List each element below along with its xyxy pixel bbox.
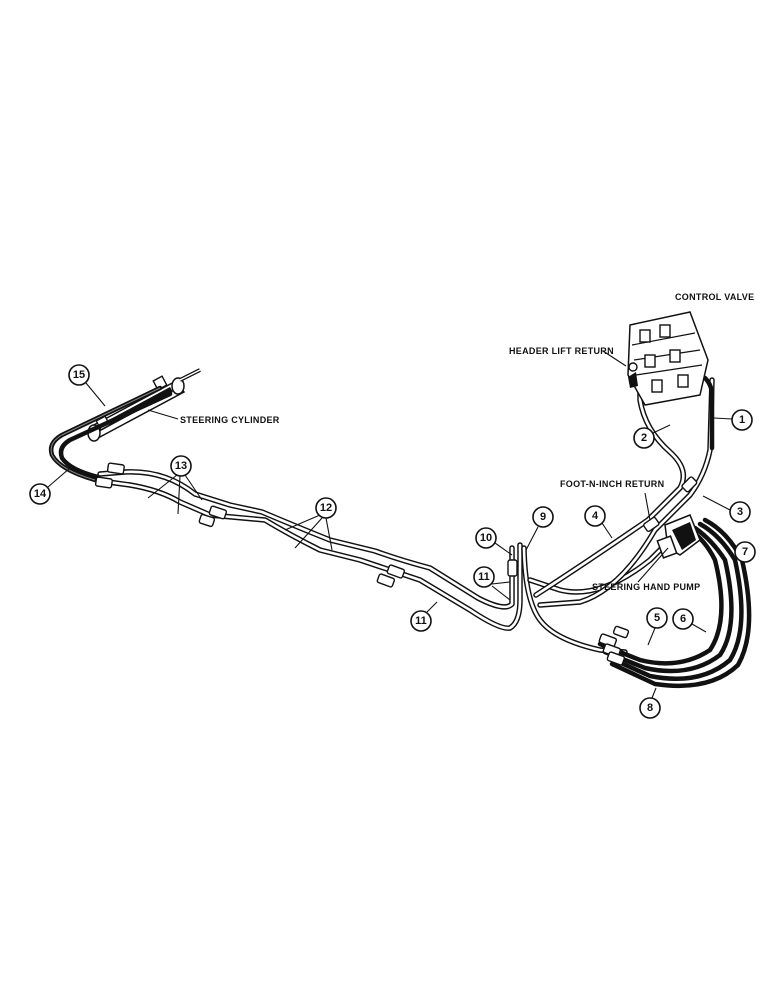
steering-cylinder-label: STEERING CYLINDER	[180, 415, 280, 425]
callout-14: 14	[29, 467, 71, 505]
callout-2: 2	[633, 424, 671, 449]
callout-10: 10	[475, 527, 513, 556]
svg-text:14: 14	[34, 488, 47, 500]
steel-lines-right	[521, 377, 715, 655]
control-valve	[627, 311, 709, 406]
svg-text:10: 10	[480, 532, 492, 544]
hose-1	[702, 375, 715, 451]
svg-text:11: 11	[415, 615, 427, 627]
header-lift-return-leader	[602, 350, 627, 367]
hose-14	[48, 385, 173, 485]
svg-text:7: 7	[742, 546, 748, 558]
header-lift-return-label: HEADER LIFT RETURN	[509, 346, 614, 356]
steering-cylinder-leader	[147, 409, 179, 420]
steering-hand-pump-label: STEERING HAND PUMP	[592, 582, 700, 592]
hoses-5-8	[597, 517, 752, 689]
callout-13: 13	[147, 455, 203, 515]
callout-4: 4	[584, 505, 613, 539]
callout-15: 15	[68, 364, 106, 407]
svg-text:2: 2	[641, 432, 647, 444]
callout-1: 1	[713, 409, 753, 431]
foot-n-inch-return-leader	[644, 492, 651, 521]
svg-text:12: 12	[320, 502, 332, 514]
steering-hand-pump-leader	[637, 547, 669, 583]
svg-text:5: 5	[654, 612, 660, 624]
svg-text:15: 15	[73, 369, 85, 381]
steering-hand-pump	[656, 514, 701, 559]
svg-text:8: 8	[647, 702, 653, 714]
callout-8: 8	[639, 687, 661, 719]
svg-text:13: 13	[175, 460, 187, 472]
foot-n-inch-return-label: FOOT-N-INCH RETURN	[560, 479, 664, 489]
svg-text:3: 3	[737, 506, 743, 518]
svg-text:9: 9	[540, 511, 546, 523]
callout-5: 5	[646, 607, 668, 646]
callout-7: 7	[734, 541, 756, 563]
svg-text:4: 4	[592, 510, 599, 522]
callout-11-b: 11	[410, 601, 438, 632]
control-valve-label: CONTROL VALVE	[675, 292, 754, 302]
callout-9: 9	[525, 506, 554, 551]
callout-3: 3	[702, 495, 751, 523]
callout-11-a: 11	[473, 566, 511, 601]
callout-12: 12	[284, 497, 337, 551]
callout-6: 6	[672, 608, 707, 633]
svg-text:6: 6	[680, 613, 686, 625]
svg-text:11: 11	[478, 571, 490, 583]
svg-text:1: 1	[739, 414, 745, 426]
steel-lines-left	[94, 462, 523, 631]
